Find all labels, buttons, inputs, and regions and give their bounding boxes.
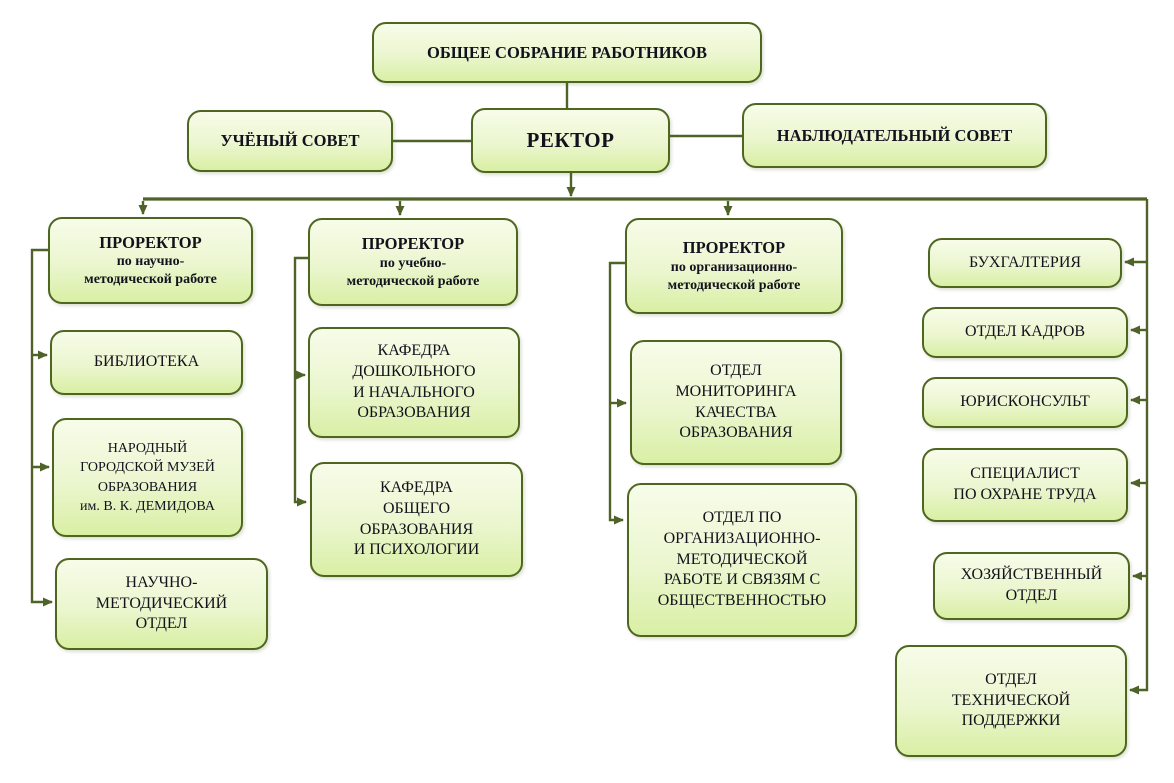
node-vice-rector-scientific-title: ПРОРЕКТОР bbox=[99, 232, 202, 252]
node-vice-rector-academic-title: ПРОРЕКТОР bbox=[361, 234, 465, 254]
node-general-assembly-label: ОБЩЕЕ СОБРАНИЕ РАБОТНИКОВ bbox=[427, 42, 707, 62]
node-education-quality-monitoring-department-label: ОТДЕЛ МОНИТОРИНГА КАЧЕСТВА ОБРАЗОВАНИЯ bbox=[675, 361, 797, 442]
node-facilities-department: ХОЗЯЙСТВЕННЫЙ ОТДЕЛ bbox=[933, 552, 1130, 620]
node-technical-support-department: ОТДЕЛ ТЕХНИЧЕСКОЙ ПОДДЕРЖКИ bbox=[895, 645, 1127, 757]
node-preschool-primary-education-chair: КАФЕДРА ДОШКОЛЬНОГО И НАЧАЛЬНОГО ОБРАЗОВ… bbox=[308, 327, 520, 438]
node-academic-council-label: УЧЁНЫЙ СОВЕТ bbox=[220, 131, 360, 151]
node-org-methodical-pr-department: ОТДЕЛ ПО ОРГАНИЗАЦИОННО- МЕТОДИЧЕСКОЙ РА… bbox=[627, 483, 857, 637]
node-scientific-methodical-department-label: НАУЧНО- МЕТОДИЧЕСКИЙ ОТДЕЛ bbox=[95, 573, 228, 633]
node-vice-rector-organizational-subtitle: по организационно- методической работе bbox=[667, 259, 801, 293]
node-general-education-psychology-chair: КАФЕДРА ОБЩЕГО ОБРАЗОВАНИЯ И ПСИХОЛОГИИ bbox=[310, 462, 523, 577]
node-vice-rector-organizational-title: ПРОРЕКТОР bbox=[682, 238, 786, 258]
node-accounting: БУХГАЛТЕРИЯ bbox=[928, 238, 1122, 288]
node-rector: РЕКТОР bbox=[471, 108, 670, 173]
node-scientific-methodical-department: НАУЧНО- МЕТОДИЧЕСКИЙ ОТДЕЛ bbox=[55, 558, 268, 650]
node-supervisory-board-label: НАБЛЮДАТЕЛЬНЫЙ СОВЕТ bbox=[776, 125, 1013, 145]
node-org-methodical-pr-department-label: ОТДЕЛ ПО ОРГАНИЗАЦИОННО- МЕТОДИЧЕСКОЙ РА… bbox=[657, 509, 827, 610]
node-museum-label: НАРОДНЫЙ ГОРОДСКОЙ МУЗЕЙ ОБРАЗОВАНИЯ им.… bbox=[80, 440, 215, 514]
node-general-education-psychology-chair-label: КАФЕДРА ОБЩЕГО ОБРАЗОВАНИЯ И ПСИХОЛОГИИ bbox=[353, 478, 480, 559]
node-vice-rector-scientific-subtitle: по научно- методической работе bbox=[84, 254, 217, 288]
node-vice-rector-organizational: ПРОРЕКТОР по организационно- методическо… bbox=[625, 218, 843, 314]
node-hr-department-label: ОТДЕЛ КАДРОВ bbox=[964, 323, 1086, 341]
node-facilities-department-label: ХОЗЯЙСТВЕННЫЙ ОТДЕЛ bbox=[960, 566, 1103, 604]
node-legal-counsel-label: ЮРИСКОНСУЛЬТ bbox=[960, 393, 1090, 411]
node-hr-department: ОТДЕЛ КАДРОВ bbox=[922, 307, 1128, 358]
node-library-label: БИБЛИОТЕКА bbox=[93, 353, 200, 371]
node-legal-counsel: ЮРИСКОНСУЛЬТ bbox=[922, 377, 1128, 428]
node-accounting-label: БУХГАЛТЕРИЯ bbox=[968, 253, 1082, 271]
node-technical-support-department-label: ОТДЕЛ ТЕХНИЧЕСКОЙ ПОДДЕРЖКИ bbox=[951, 670, 1071, 730]
node-vice-rector-academic-subtitle: по учебно- методической работе bbox=[346, 255, 480, 289]
node-labor-safety-specialist-label: СПЕЦИАЛИСТ ПО ОХРАНЕ ТРУДА bbox=[953, 465, 1097, 503]
node-vice-rector-academic: ПРОРЕКТОР по учебно- методической работе bbox=[308, 218, 518, 306]
node-education-quality-monitoring-department: ОТДЕЛ МОНИТОРИНГА КАЧЕСТВА ОБРАЗОВАНИЯ bbox=[630, 340, 842, 465]
node-labor-safety-specialist: СПЕЦИАЛИСТ ПО ОХРАНЕ ТРУДА bbox=[922, 448, 1128, 522]
node-academic-council: УЧЁНЫЙ СОВЕТ bbox=[187, 110, 393, 172]
node-museum: НАРОДНЫЙ ГОРОДСКОЙ МУЗЕЙ ОБРАЗОВАНИЯ им.… bbox=[52, 418, 243, 537]
node-supervisory-board: НАБЛЮДАТЕЛЬНЫЙ СОВЕТ bbox=[742, 103, 1047, 168]
node-rector-label: РЕКТОР bbox=[526, 127, 615, 152]
node-vice-rector-scientific: ПРОРЕКТОР по научно- методической работе bbox=[48, 217, 253, 304]
node-preschool-primary-education-chair-label: КАФЕДРА ДОШКОЛЬНОГО И НАЧАЛЬНОГО ОБРАЗОВ… bbox=[352, 341, 476, 422]
node-general-assembly: ОБЩЕЕ СОБРАНИЕ РАБОТНИКОВ bbox=[372, 22, 762, 83]
node-library: БИБЛИОТЕКА bbox=[50, 330, 243, 395]
